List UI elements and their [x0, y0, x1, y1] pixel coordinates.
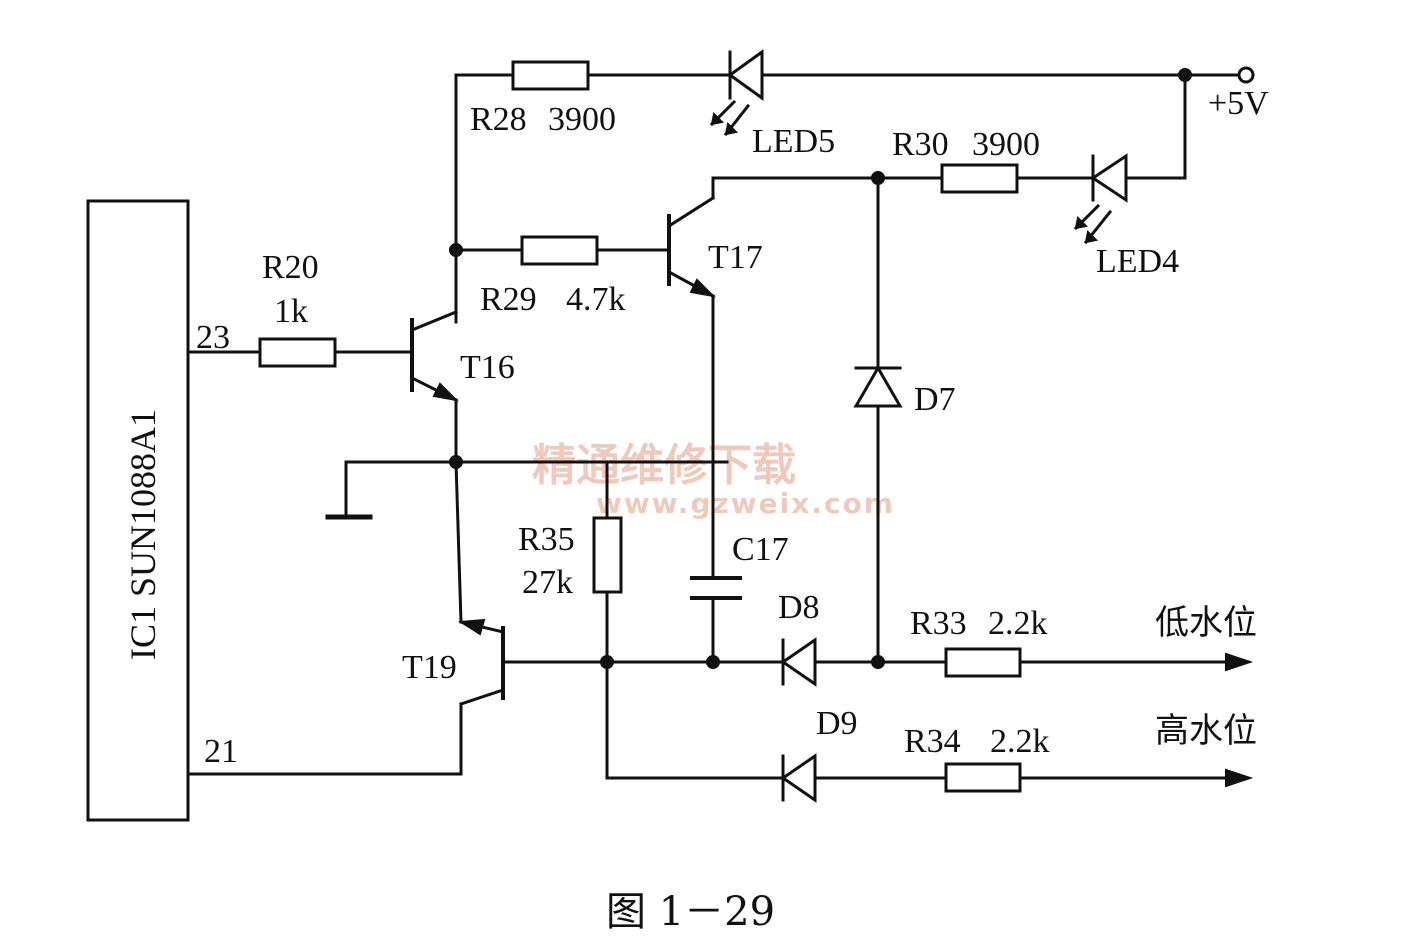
r30-value: 3900: [972, 126, 1040, 163]
terminal-circle: [1237, 66, 1255, 84]
led5-label: LED5: [752, 123, 835, 160]
junction-dot: [871, 655, 885, 669]
junction-dot: [600, 655, 614, 669]
led-led4: LED4: [1073, 153, 1179, 280]
watermark-url: www.gzweix.com: [596, 487, 895, 520]
wires: [186, 73, 1240, 780]
d8-label: D8: [778, 589, 820, 626]
resistor-r34: R34 2.2k: [904, 723, 1050, 793]
r34-name: R34: [904, 723, 961, 760]
capacitor-c17: C17: [690, 531, 789, 600]
r33-name: R33: [910, 605, 967, 642]
r30-name: R30: [892, 126, 949, 163]
transistor-t17: T17: [667, 214, 763, 298]
resistor-r28: R28 3900: [470, 60, 616, 138]
output-low-label: 低水位: [1155, 603, 1257, 643]
r34-value: 2.2k: [990, 723, 1050, 760]
t16-label: T16: [460, 349, 515, 386]
resistor-r33: R33 2.2k: [910, 605, 1048, 678]
c17-label: C17: [732, 531, 789, 568]
figure-caption: 图 1－29: [606, 889, 775, 935]
ic-pin-23: 23: [196, 319, 230, 356]
output-high-label: 高水位: [1155, 711, 1257, 751]
resistor-r35: R35 27k: [518, 516, 623, 601]
r29-name: R29: [480, 281, 537, 318]
resistor-r29: R29 4.7k: [480, 235, 626, 318]
junction-dot: [871, 171, 885, 185]
supply-terminal: +5V: [1208, 66, 1269, 122]
diode-d7: D7: [853, 365, 956, 418]
t19-label: T19: [402, 649, 457, 686]
r28-name: R28: [470, 101, 527, 138]
ic-body: [86, 199, 190, 822]
r35-name: R35: [518, 521, 575, 558]
ic-sun1088a1: IC1 SUN1088A1 23 21: [86, 199, 238, 822]
output-high-water: 高水位: [1155, 711, 1257, 788]
output-low-water: 低水位: [1155, 603, 1257, 672]
r20-value: 1k: [274, 293, 308, 330]
t17-label: T17: [708, 239, 763, 276]
diode-d8: D8: [778, 589, 820, 687]
diode-d9: D9: [780, 705, 858, 803]
ic-pin-21: 21: [204, 733, 238, 770]
transistor-t19: T19: [402, 618, 505, 700]
r28-value: 3900: [548, 101, 616, 138]
supply-label: +5V: [1208, 85, 1269, 122]
transistor-t16: T16: [410, 310, 515, 402]
resistor-r20: R20 1k: [258, 249, 337, 368]
junction-dot: [449, 455, 463, 469]
d7-label: D7: [914, 381, 956, 418]
junctions: [449, 68, 1192, 669]
r29-value: 4.7k: [566, 281, 626, 318]
d9-label: D9: [816, 705, 858, 742]
junction-dot: [706, 655, 720, 669]
junction-dot: [449, 243, 463, 257]
junction-dot: [1178, 68, 1192, 82]
r33-value: 2.2k: [988, 605, 1048, 642]
r20-name: R20: [262, 249, 319, 286]
r35-value: 27k: [522, 564, 573, 601]
led-led5: LED5: [709, 49, 835, 160]
resistor-r30: R30 3900: [892, 126, 1040, 194]
watermark: 精通维修下载 www.gzweix.com: [532, 440, 895, 520]
watermark-cn: 精通维修下载: [532, 440, 796, 491]
led4-label: LED4: [1096, 243, 1179, 280]
ic-label: IC1 SUN1088A1: [123, 409, 163, 660]
